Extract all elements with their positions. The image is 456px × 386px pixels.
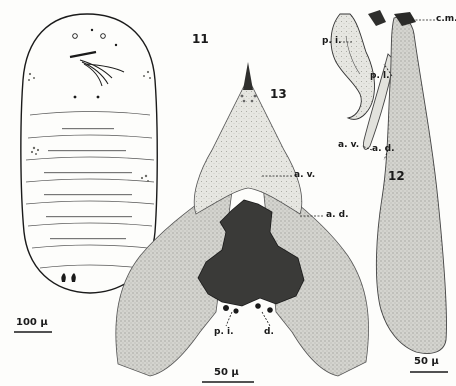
fig11-number: 11 <box>192 33 209 45</box>
fig13-number: 13 <box>270 88 287 100</box>
fig13-apical-spine <box>243 62 253 90</box>
fig12-pi-hook <box>368 10 386 26</box>
fig12-label-cm: c.m. <box>436 15 456 24</box>
fig11-lateral-patches <box>28 71 151 182</box>
fig12-label-av: a. v. <box>338 141 359 150</box>
fig12-label-pl: p. l. <box>370 72 390 81</box>
fig11-mouthparts <box>70 52 124 86</box>
fig12-pi-part <box>331 14 374 119</box>
fig13-scale-label: 50 µ <box>214 368 239 378</box>
fig12-label-ad: a. d. <box>372 145 395 154</box>
fig11-eye-left <box>73 34 78 39</box>
fig12-number: 12 <box>388 170 405 182</box>
fig13-label-av: a. v. <box>294 171 315 180</box>
fig11-body-outline <box>21 14 157 293</box>
fig13-label-pi: p. i. <box>214 328 234 337</box>
fig12-scale-label: 50 µ <box>414 357 439 367</box>
fig11-scale-label: 100 µ <box>16 318 48 328</box>
fig13-basal-knobs <box>223 303 273 313</box>
fig11-bristles <box>44 128 132 239</box>
fig12-label-pi: p. i. <box>322 37 342 46</box>
fig13-label-d: d. <box>264 328 274 337</box>
fig13-structure <box>116 62 369 382</box>
fig11-posterior-hooks <box>61 273 75 282</box>
fig11-eye-right <box>101 34 106 39</box>
fig13-pi-leader <box>226 312 232 326</box>
fig11-segments <box>26 112 154 269</box>
fig13-label-ad: a. d. <box>326 211 349 220</box>
fig13-d-leader <box>262 312 270 326</box>
